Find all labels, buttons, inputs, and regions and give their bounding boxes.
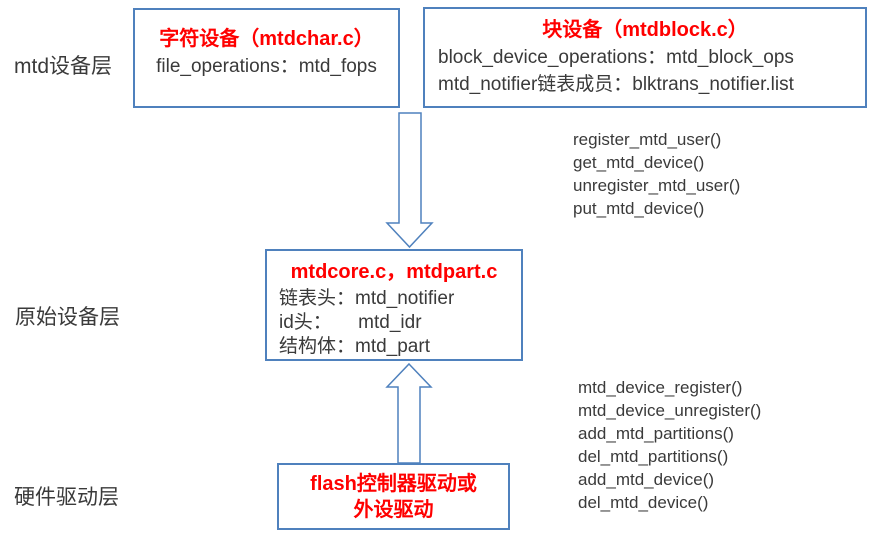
flash-driver-title-line: 外设驱动 [353,498,434,521]
up-block-arrow [385,362,433,464]
box-text-line: 结构体：mtd_part [279,336,430,357]
box-text-line: mtd_notifier链表成员：blktrans_notifier.list [438,74,794,95]
box-text-line: file_operations：mtd_fops [156,56,377,77]
layer-label-mtd-device: mtd设备层 [14,55,113,78]
flash-driver-title-line: flash控制器驱动或 [310,472,477,495]
mtd-core-box-lines: 链表头：mtd_notifier id头： mtd_idr 结构体：mtd_part [267,285,521,359]
flash-driver-box-title-lines: flash控制器驱动或外设驱动 [279,471,508,523]
mtd-core-box: mtdcore.c，mtdpart.c 链表头：mtd_notifier id头：… [265,249,523,361]
down-block-arrow [385,112,434,249]
function-name: mtd_device_unregister() [578,401,762,420]
flash-driver-box: flash控制器驱动或外设驱动 [277,463,510,530]
function-name: add_mtd_partitions() [578,424,734,443]
mtd-core-box-title: mtdcore.c，mtdpart.c [290,261,498,283]
function-name: del_mtd_partitions() [578,447,729,466]
function-name: get_mtd_device() [573,153,705,172]
block-device-box: 块设备（mtdblock.c） block_device_operations：… [423,7,867,108]
function-name: put_mtd_device() [573,199,705,218]
box-text-line: 链表头：mtd_notifier [279,288,455,309]
function-name: mtd_device_register() [578,378,743,397]
function-name: add_mtd_device() [578,470,715,489]
layer-label-raw-device: 原始设备层 [15,306,120,329]
box-text-line: block_device_operations：mtd_block_ops [438,47,794,68]
function-name: register_mtd_user() [573,130,722,149]
mtd-user-api-list: register_mtd_user() get_mtd_device()unreg… [573,128,740,220]
function-name: del_mtd_device() [578,493,709,512]
char-device-box: 字符设备（mtdchar.c） file_operations：mtd_fops [133,8,400,108]
function-name: unregister_mtd_user() [573,176,741,195]
char-device-box-lines: file_operations：mtd_fops [135,53,398,80]
block-device-box-title: 块设备（mtdblock.c） [542,19,748,41]
box-text-line: id头： mtd_idr [279,312,422,333]
mtd-driver-api-list: mtd_device_register() mtd_device_unregist… [578,376,761,514]
layer-label-hardware-driver: 硬件驱动层 [14,486,119,509]
char-device-box-title: 字符设备（mtdchar.c） [159,28,374,50]
